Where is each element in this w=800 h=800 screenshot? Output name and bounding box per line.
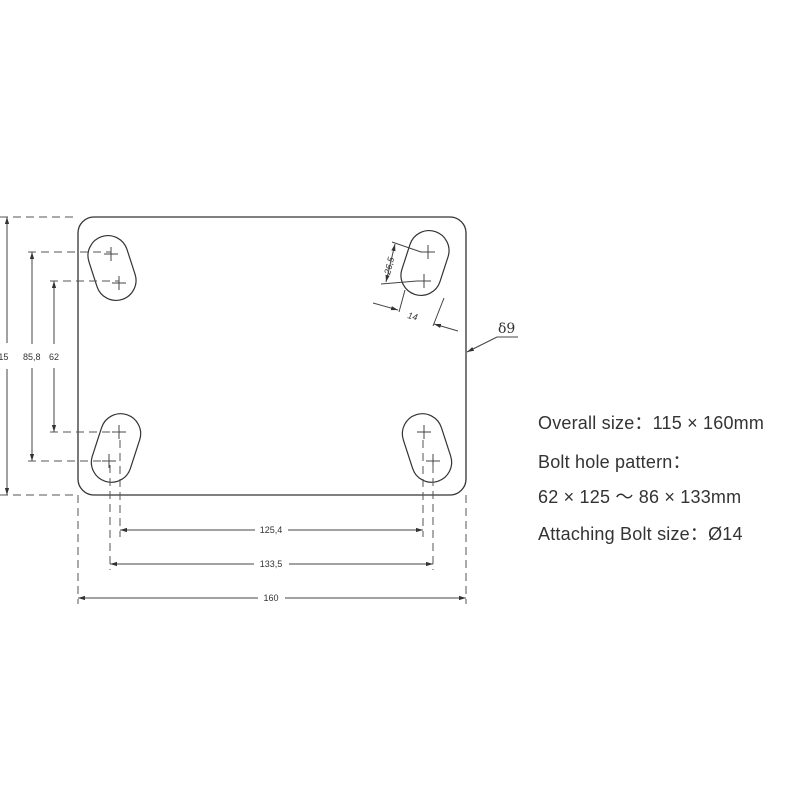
slot-bottom-right [401, 413, 453, 483]
dimension-14: 14 [372, 289, 459, 332]
dimension-115: 115 [0, 217, 10, 495]
dimension-14-label: 14 [407, 310, 419, 322]
plate-outline [77, 216, 467, 496]
dimension-125-4: 125,4 [120, 525, 423, 535]
thickness-label: δ9 [498, 321, 515, 337]
dimension-133-5: 133,5 [110, 559, 433, 569]
dimension-115-label: 115 [0, 352, 8, 362]
dimension-85-8-label: 85,8 [23, 352, 41, 362]
spec-overall-size: Overall size：115 × 160mm [538, 413, 765, 433]
dimension-160: 160 [78, 593, 466, 603]
dimension-125-4-label: 125,4 [260, 525, 283, 535]
slot-top-left [87, 235, 137, 301]
dimension-26-5-label: 26,5 [382, 255, 396, 276]
thickness-callout: δ9 [466, 321, 518, 353]
dimension-62-label: 62 [49, 352, 59, 362]
dimension-26-5: 26,5 [380, 241, 422, 285]
spec-bolt-hole-pattern: Bolt hole pattern： [538, 452, 691, 472]
dimension-133-5-label: 133,5 [260, 559, 283, 569]
dimension-62: 62 [49, 281, 59, 432]
dimension-85-8: 85,8 [23, 252, 41, 461]
spec-attaching-bolt: Attaching Bolt size：Ø14 [538, 524, 743, 544]
spec-pattern-value: 62 × 125 ～ 86 × 133mm [538, 487, 742, 507]
dimension-160-label: 160 [263, 593, 278, 603]
slot-top-right [400, 230, 450, 296]
slot-bottom-left [90, 413, 142, 483]
